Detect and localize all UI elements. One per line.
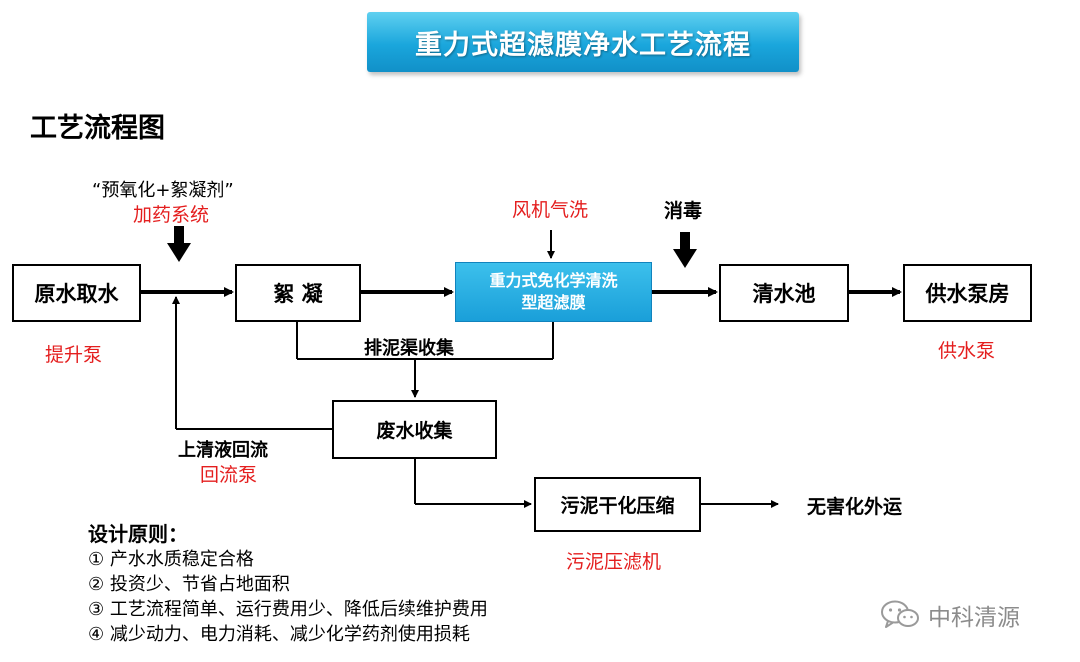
label-harmless-disposal: 无害化外运: [807, 496, 903, 518]
node-waste-collect: 废水收集: [332, 400, 497, 459]
node-flocculation: 絮 凝: [235, 264, 361, 322]
node-sludge-dry: 污泥干化压缩: [534, 477, 701, 532]
label-supply-pump: 供水泵: [938, 340, 996, 362]
node-uf-membrane: 重力式免化学清洗 型超滤膜: [455, 262, 652, 322]
node-uf-line2: 型超滤膜: [521, 293, 586, 312]
wechat-icon: [881, 600, 919, 628]
label-sludge-channel: 排泥渠收集: [364, 338, 454, 359]
label-blower: 风机气洗: [512, 199, 589, 221]
node-supply-house-label: 供水泵房: [925, 282, 1010, 306]
label-filter-press: 污泥压滤机: [566, 551, 662, 573]
node-uf-line1: 重力式免化学清洗: [489, 271, 618, 290]
design-principles: 设计原则： ① 产水水质稳定合格 ② 投资少、节省占地面积 ③ 工艺流程简单、运…: [88, 522, 488, 647]
page-banner: 重力式超滤膜净水工艺流程: [367, 12, 799, 72]
label-dosing-quote: “预氧化+絮凝剂”: [92, 180, 234, 201]
label-lift-pump: 提升泵: [45, 344, 103, 366]
section-title: 工艺流程图: [30, 113, 165, 144]
label-return-pump: 回流泵: [200, 464, 258, 486]
label-disinfection: 消毒: [664, 200, 703, 222]
principle-item: ② 投资少、节省占地面积: [88, 574, 290, 595]
label-dosing-system: 加药系统: [133, 204, 210, 226]
principle-item: ④ 减少动力、电力消耗、减少化学药剂使用损耗: [88, 624, 470, 645]
node-raw-water: 原水取水: [12, 264, 141, 322]
node-supply-house: 供水泵房: [903, 264, 1032, 322]
dosing-down-arrow: [167, 226, 191, 262]
node-clear-pool-label: 清水池: [752, 282, 816, 306]
node-flocculation-label: 絮 凝: [273, 282, 323, 306]
principle-item: ③ 工艺流程简单、运行费用少、降低后续维护费用: [88, 599, 488, 620]
node-clear-pool: 清水池: [719, 264, 849, 322]
watermark: 中科清源: [880, 598, 1020, 632]
node-sludge-dry-label: 污泥干化压缩: [560, 495, 675, 517]
principle-item: ① 产水水质稳定合格: [88, 549, 254, 570]
node-waste-collect-label: 废水收集: [376, 420, 453, 442]
label-supernatant: 上清液回流: [178, 440, 268, 461]
disinfection-down-arrow: [673, 232, 697, 268]
principles-title: 设计原则：: [88, 522, 188, 546]
node-raw-water-label: 原水取水: [34, 282, 119, 306]
watermark-text: 中科清源: [928, 605, 1020, 631]
banner-title: 重力式超滤膜净水工艺流程: [415, 29, 751, 61]
